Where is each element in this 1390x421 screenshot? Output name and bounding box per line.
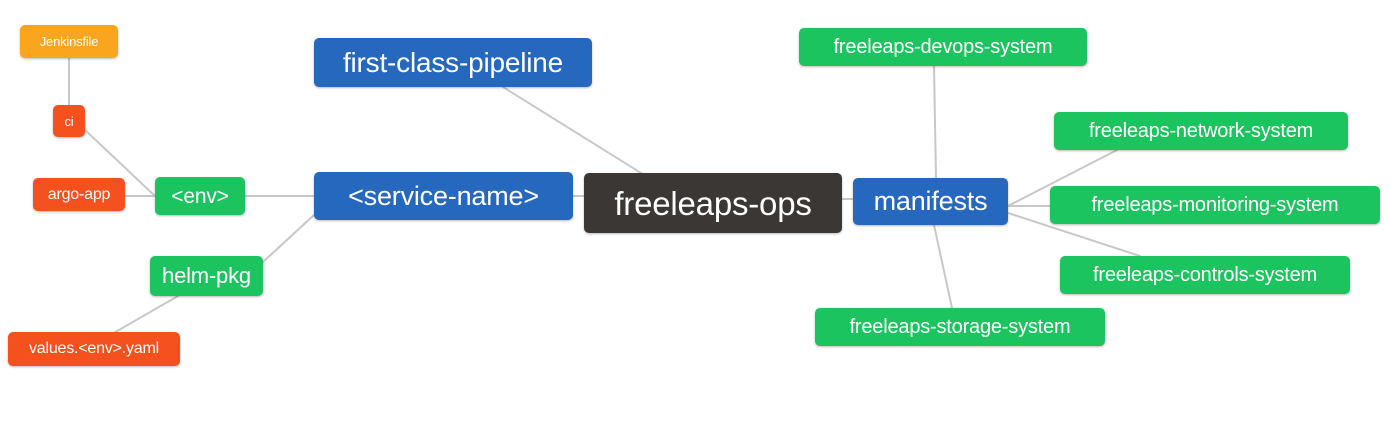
node-label-values-yaml: values.<env>.yaml bbox=[28, 340, 159, 357]
node-helm-pkg[interactable]: helm-pkg bbox=[150, 256, 263, 296]
node-label-first-class-pipeline: first-class-pipeline bbox=[342, 46, 564, 78]
node-label-network-system: freeleaps-network-system bbox=[1088, 120, 1314, 142]
node-label-controls-system: freeleaps-controls-system bbox=[1093, 264, 1317, 286]
node-service-name[interactable]: <service-name> bbox=[314, 172, 573, 220]
node-values-yaml[interactable]: values.<env>.yaml bbox=[8, 332, 180, 366]
node-jenkinsfile[interactable]: Jenkinsfile bbox=[20, 25, 118, 58]
node-network-system[interactable]: freeleaps-network-system bbox=[1054, 112, 1348, 150]
node-label-manifests: manifests bbox=[873, 186, 988, 216]
node-label-env: <env> bbox=[171, 184, 229, 208]
node-label-monitoring-system: freeleaps-monitoring-system bbox=[1091, 194, 1339, 216]
node-label-helm-pkg: helm-pkg bbox=[162, 263, 251, 288]
node-ci[interactable]: ci bbox=[53, 105, 85, 137]
node-label-storage-system: freeleaps-storage-system bbox=[849, 316, 1071, 338]
node-label-jenkinsfile: Jenkinsfile bbox=[39, 34, 99, 49]
node-storage-system[interactable]: freeleaps-storage-system bbox=[815, 308, 1105, 346]
node-argo-app[interactable]: argo-app bbox=[33, 178, 125, 211]
node-monitoring-system[interactable]: freeleaps-monitoring-system bbox=[1050, 186, 1380, 224]
node-label-freeleaps-ops: freeleaps-ops bbox=[614, 184, 812, 222]
edge-helm-pkg-to-values-yaml bbox=[111, 295, 179, 335]
node-devops-system[interactable]: freeleaps-devops-system bbox=[799, 28, 1087, 66]
node-freeleaps-ops[interactable]: freeleaps-ops bbox=[584, 173, 842, 233]
node-label-service-name: <service-name> bbox=[348, 180, 539, 211]
node-env[interactable]: <env> bbox=[155, 177, 245, 215]
node-first-class-pipeline[interactable]: first-class-pipeline bbox=[314, 38, 592, 87]
node-manifests[interactable]: manifests bbox=[853, 178, 1008, 225]
node-label-devops-system: freeleaps-devops-system bbox=[833, 36, 1053, 58]
edge-first-class-pipeline-to-freeleaps-ops bbox=[502, 86, 642, 174]
edge-manifests-to-devops-system bbox=[933, 65, 937, 179]
node-controls-system[interactable]: freeleaps-controls-system bbox=[1060, 256, 1350, 294]
edge-service-name-to-helm-pkg bbox=[262, 214, 315, 263]
node-label-argo-app: argo-app bbox=[47, 185, 111, 203]
edge-manifests-to-storage-system bbox=[933, 224, 953, 309]
node-label-ci: ci bbox=[64, 113, 74, 129]
